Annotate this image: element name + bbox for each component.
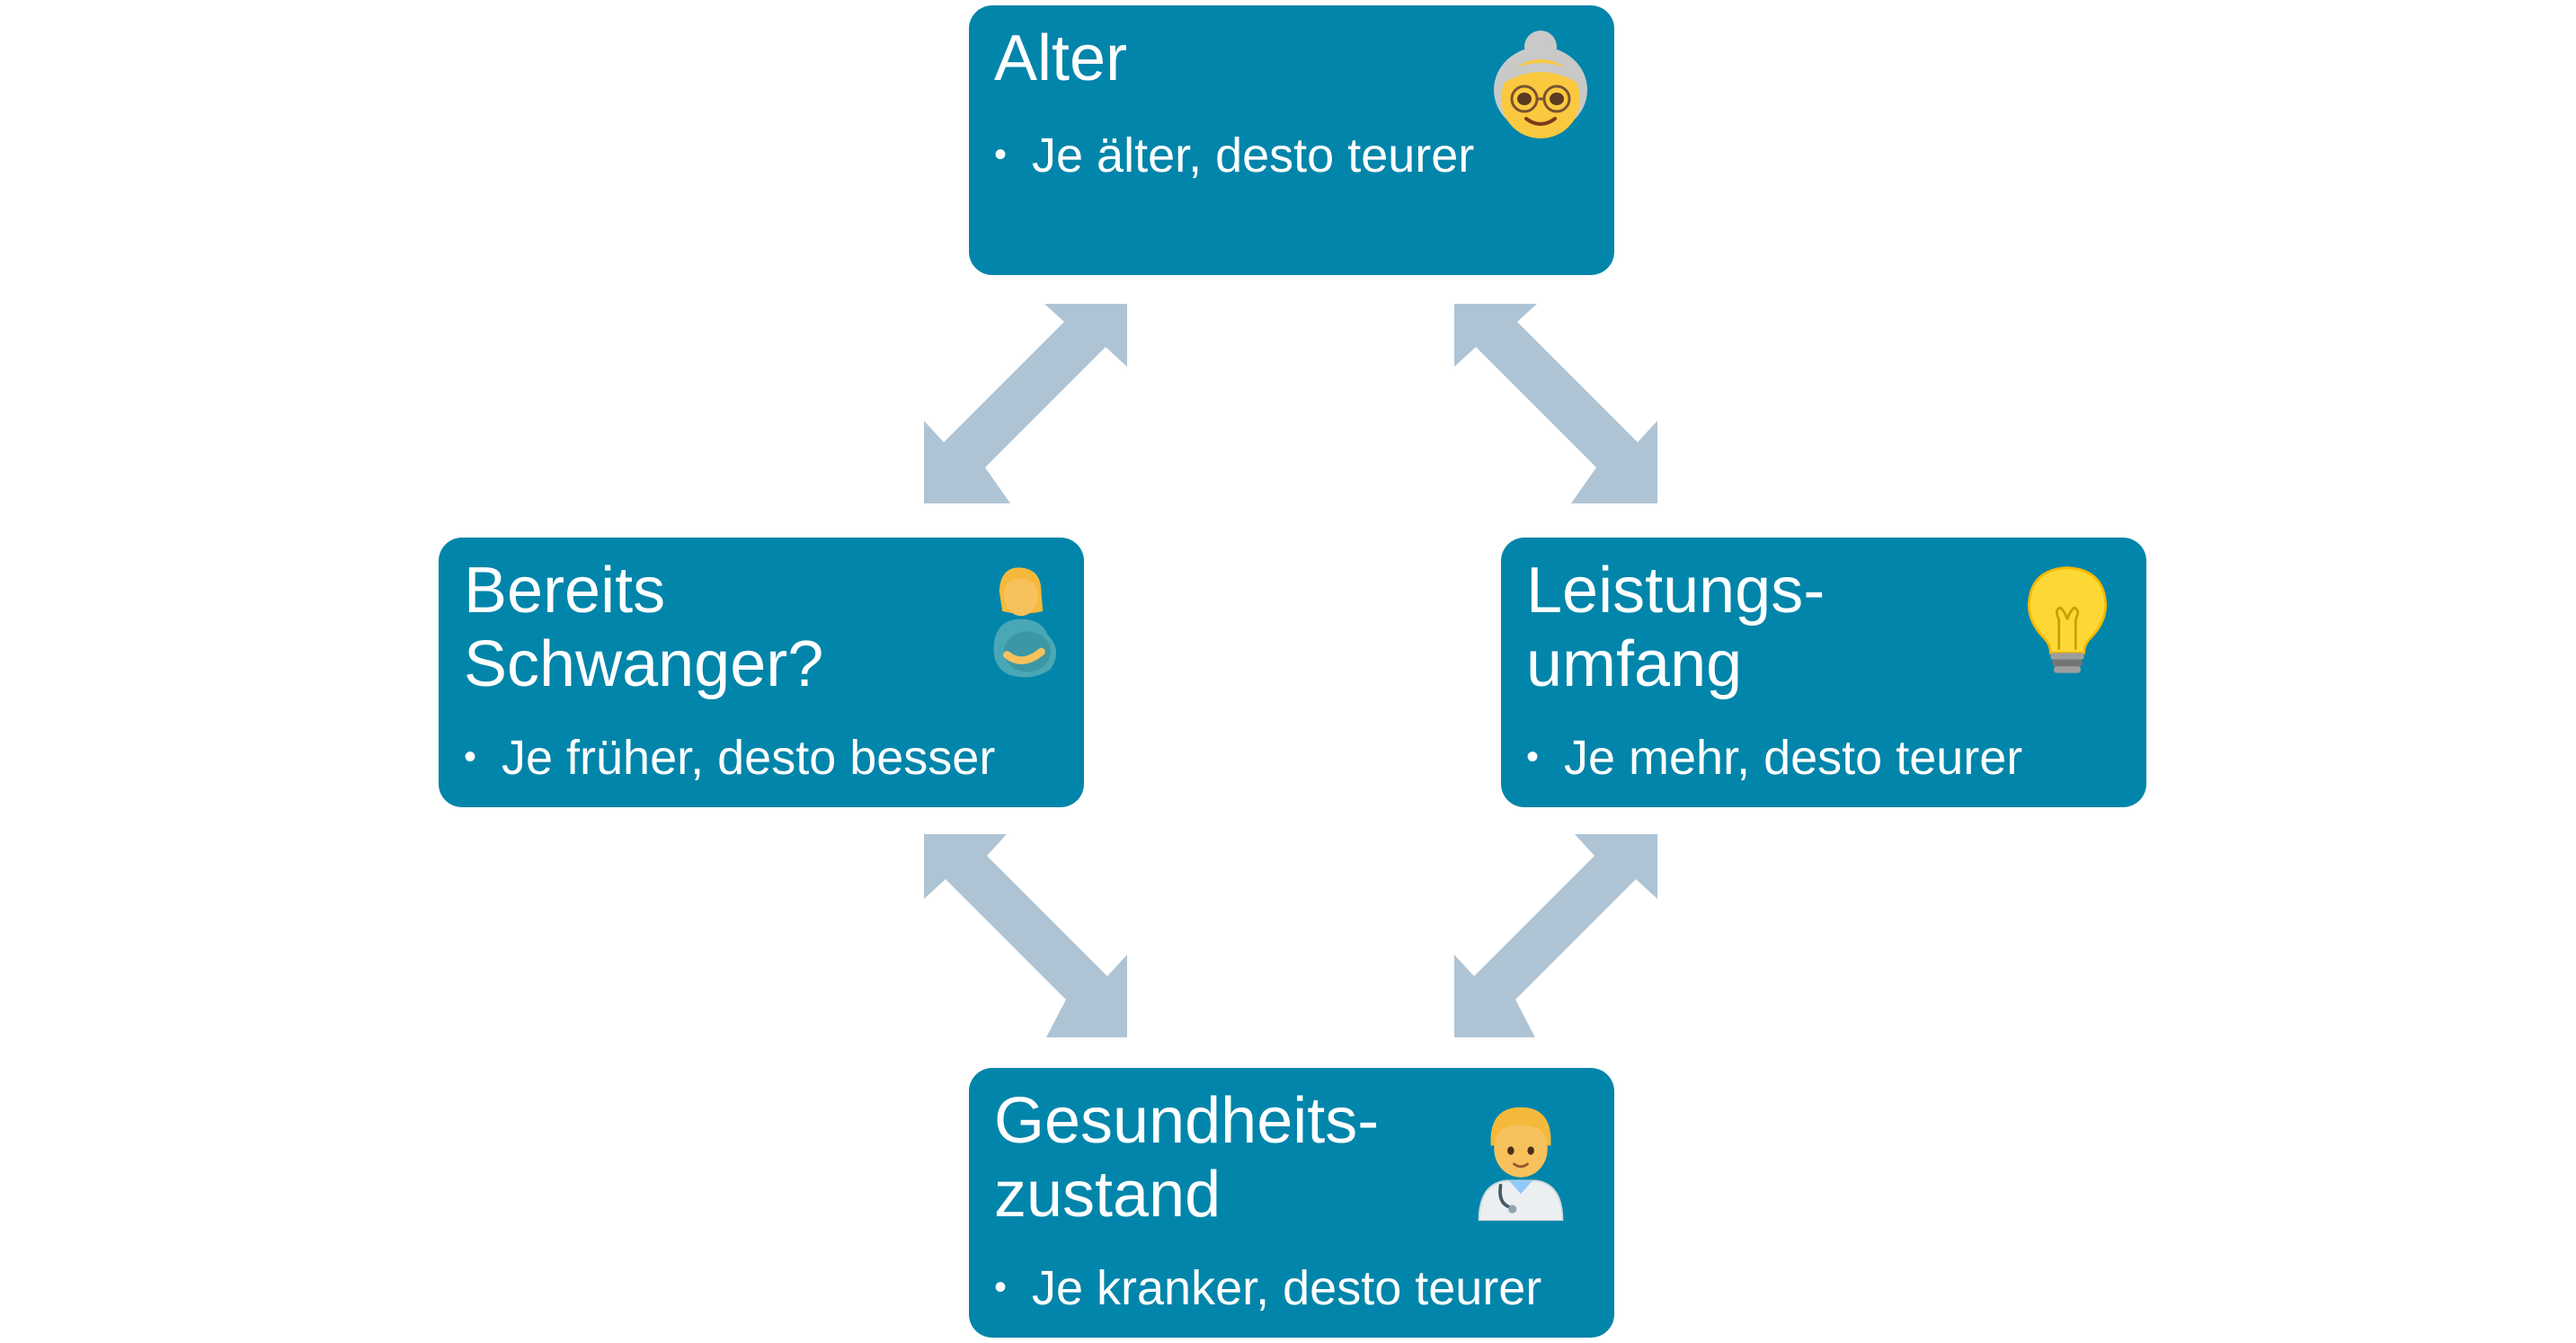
bullet-point: • xyxy=(994,135,1008,174)
double-arrow-age-pregnant xyxy=(924,304,1127,503)
node-age-bullet: • Je älter, desto teurer xyxy=(994,126,1474,184)
double-arrow-pregnant-health xyxy=(924,834,1127,1037)
node-benefits-bullet: • Je mehr, desto teurer xyxy=(1526,728,2022,787)
node-age-bullet-text: Je älter, desto teurer xyxy=(1032,129,1475,182)
pregnant-woman-icon xyxy=(969,565,1073,681)
arrow-shape xyxy=(1454,834,1657,1037)
node-pregnant-title: Bereits Schwanger? xyxy=(464,555,824,700)
bullet-point: • xyxy=(1526,737,1540,777)
older-woman-icon xyxy=(1488,27,1593,144)
node-pregnant-bullet-text: Je früher, desto besser xyxy=(502,731,996,785)
node-benefits-title: Leistungs- umfang xyxy=(1526,555,1825,700)
node-pregnant-bullet: • Je früher, desto besser xyxy=(464,728,995,787)
node-pregnant: Bereits Schwanger? • Je früher, desto bes… xyxy=(439,538,1084,807)
node-health-bullet: • Je kranker, desto teurer xyxy=(994,1259,1541,1317)
node-benefits: Leistungs- umfang • Je mehr, desto teurer xyxy=(1501,538,2146,807)
node-age: Alter • Je älter, desto teurer xyxy=(969,5,1614,275)
double-arrow-age-benefits xyxy=(1454,304,1657,503)
double-arrow-benefits-health xyxy=(1454,834,1657,1037)
node-age-title: Alter xyxy=(994,22,1128,94)
node-health-title: Gesundheits- zustand xyxy=(994,1085,1380,1231)
node-health: Gesundheits- zustand • Je kranker, desto … xyxy=(969,1068,1614,1338)
node-health-bullet-text: Je kranker, desto teurer xyxy=(1032,1261,1542,1315)
node-benefits-bullet-text: Je mehr, desto teurer xyxy=(1564,731,2023,785)
arrow-shape xyxy=(924,304,1127,503)
bullet-point: • xyxy=(464,737,477,777)
health-worker-icon xyxy=(1469,1104,1573,1221)
arrow-shape xyxy=(1454,304,1657,503)
arrow-shape xyxy=(924,834,1127,1037)
light-bulb-icon xyxy=(2015,563,2119,680)
bullet-point: • xyxy=(994,1267,1008,1307)
